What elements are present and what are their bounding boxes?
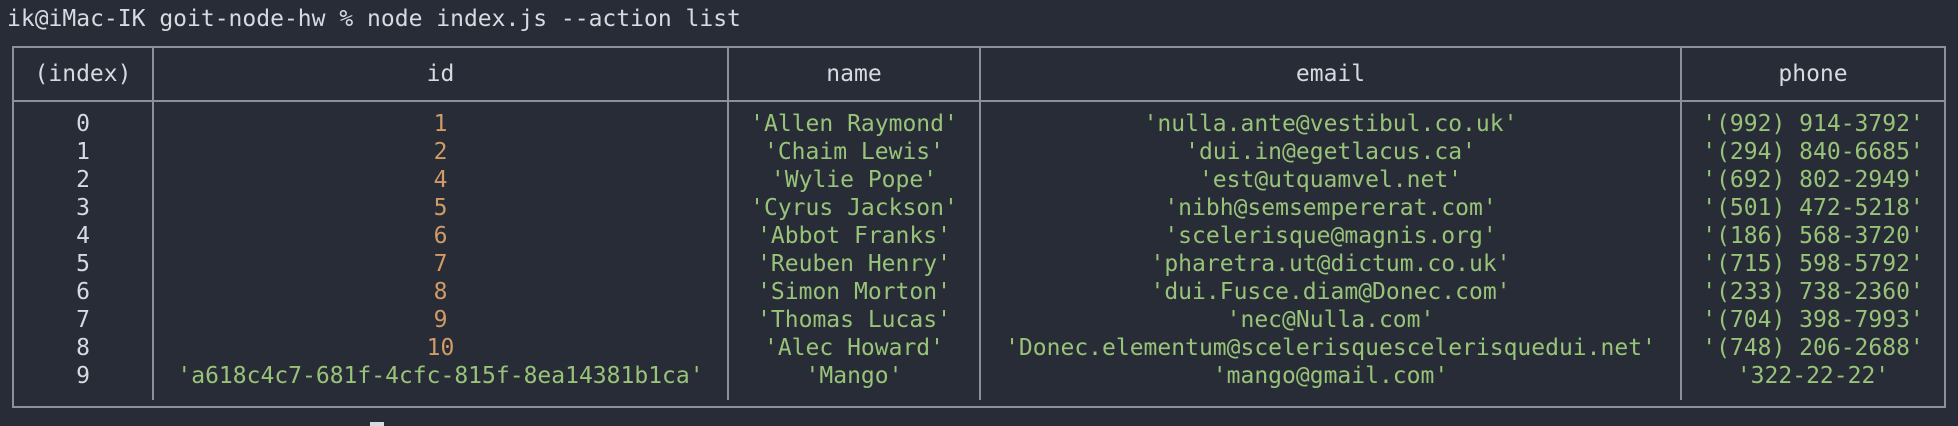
cell-email: 'nec@Nulla.com'	[979, 306, 1681, 334]
cell-id: 2	[152, 138, 728, 166]
cell-email: 'scelerisque@magnis.org'	[979, 222, 1681, 250]
table-row: 5 7'Reuben Henry''pharetra.ut@dictum.co.u…	[14, 250, 1944, 278]
cell-email: 'est@utquamvel.net'	[979, 166, 1681, 194]
table-row: 9'a618c4c7-681f-4cfc-815f-8ea14381b1ca''…	[14, 362, 1944, 390]
table-spacer-row	[14, 101, 1944, 110]
cell-email: 'nibh@semsempererat.com'	[979, 194, 1681, 222]
cell-index: 8	[76, 335, 90, 361]
cell-index: 3	[76, 195, 90, 221]
cell-phone: '(501) 472-5218'	[1680, 194, 1944, 222]
cell-name: 'Abbot Franks'	[727, 222, 980, 250]
cell-name: 'Cyrus Jackson'	[727, 194, 980, 222]
cell-index: 4	[76, 223, 90, 249]
header-index: (index)	[14, 48, 153, 102]
terminal-prompt: ik@iMac-IK goit-node-hw % node index.js …	[7, 6, 741, 32]
cell-phone: '(233) 738-2360'	[1680, 278, 1944, 306]
cell-id: 10	[152, 334, 728, 362]
table-header-row: (index) id name email phone	[14, 48, 1944, 102]
cell-index: 6	[76, 279, 90, 305]
cell-phone: '322-22-22'	[1680, 362, 1944, 390]
cell-phone: '(992) 914-3792'	[1680, 110, 1944, 138]
cell-phone: '(715) 598-5792'	[1680, 250, 1944, 278]
cell-index: 0	[76, 111, 90, 137]
cell-name: 'Mango'	[727, 362, 980, 390]
cell-id: 'a618c4c7-681f-4cfc-815f-8ea14381b1ca'	[152, 362, 728, 390]
table-row: 6 8'Simon Morton''dui.Fusce.diam@Donec.co…	[14, 278, 1944, 306]
terminal-cursor	[370, 422, 384, 426]
header-phone: phone	[1680, 48, 1944, 102]
cell-name: 'Wylie Pope'	[727, 166, 980, 194]
cell-index: 7	[76, 307, 90, 333]
cell-phone: '(704) 398-7993'	[1680, 306, 1944, 334]
table-spacer-row	[14, 390, 1944, 400]
cell-email: 'dui.in@egetlacus.ca'	[979, 138, 1681, 166]
table-row: 0 1'Allen Raymond''nulla.ante@vestibul.co…	[14, 110, 1944, 138]
table-row: 2 4'Wylie Pope''est@utquamvel.net''(692) …	[14, 166, 1944, 194]
cell-phone: '(748) 206-2688'	[1680, 334, 1944, 362]
cell-email: 'nulla.ante@vestibul.co.uk'	[979, 110, 1681, 138]
cell-id: 5	[152, 194, 728, 222]
cell-index: 2	[76, 167, 90, 193]
table-row: 4 6'Abbot Franks''scelerisque@magnis.org'…	[14, 222, 1944, 250]
cell-email: 'Donec.elementum@scelerisquescelerisqued…	[979, 334, 1681, 362]
cell-name: 'Reuben Henry'	[727, 250, 980, 278]
cell-id: 7	[152, 250, 728, 278]
cell-phone: '(692) 802-2949'	[1680, 166, 1944, 194]
cell-email: 'pharetra.ut@dictum.co.uk'	[979, 250, 1681, 278]
cell-phone: '(186) 568-3720'	[1680, 222, 1944, 250]
header-name: name	[727, 48, 980, 102]
cell-name: 'Chaim Lewis'	[727, 138, 980, 166]
cell-name: 'Allen Raymond'	[727, 110, 980, 138]
cell-index: 9	[76, 363, 90, 389]
cell-id: 6	[152, 222, 728, 250]
cell-id: 9	[152, 306, 728, 334]
table-row: 7 9'Thomas Lucas''nec@Nulla.com''(704) 39…	[14, 306, 1944, 334]
table-row: 3 5'Cyrus Jackson''nibh@semsempererat.com…	[14, 194, 1944, 222]
cell-index: 5	[76, 251, 90, 277]
cell-index: 1	[76, 139, 90, 165]
table-row: 1 2'Chaim Lewis''dui.in@egetlacus.ca''(29…	[14, 138, 1944, 166]
cell-email: 'dui.Fusce.diam@Donec.com'	[979, 278, 1681, 306]
cell-email: 'mango@gmail.com'	[979, 362, 1681, 390]
cell-name: 'Simon Morton'	[727, 278, 980, 306]
header-email: email	[979, 48, 1681, 102]
header-id: id	[152, 48, 728, 102]
cell-id: 8	[152, 278, 728, 306]
cell-name: 'Thomas Lucas'	[727, 306, 980, 334]
cell-name: 'Alec Howard'	[727, 334, 980, 362]
cell-phone: '(294) 840-6685'	[1680, 138, 1944, 166]
table-row: 8 10'Alec Howard''Donec.elementum@sceleri…	[14, 334, 1944, 362]
cell-id: 4	[152, 166, 728, 194]
cell-id: 1	[152, 110, 728, 138]
